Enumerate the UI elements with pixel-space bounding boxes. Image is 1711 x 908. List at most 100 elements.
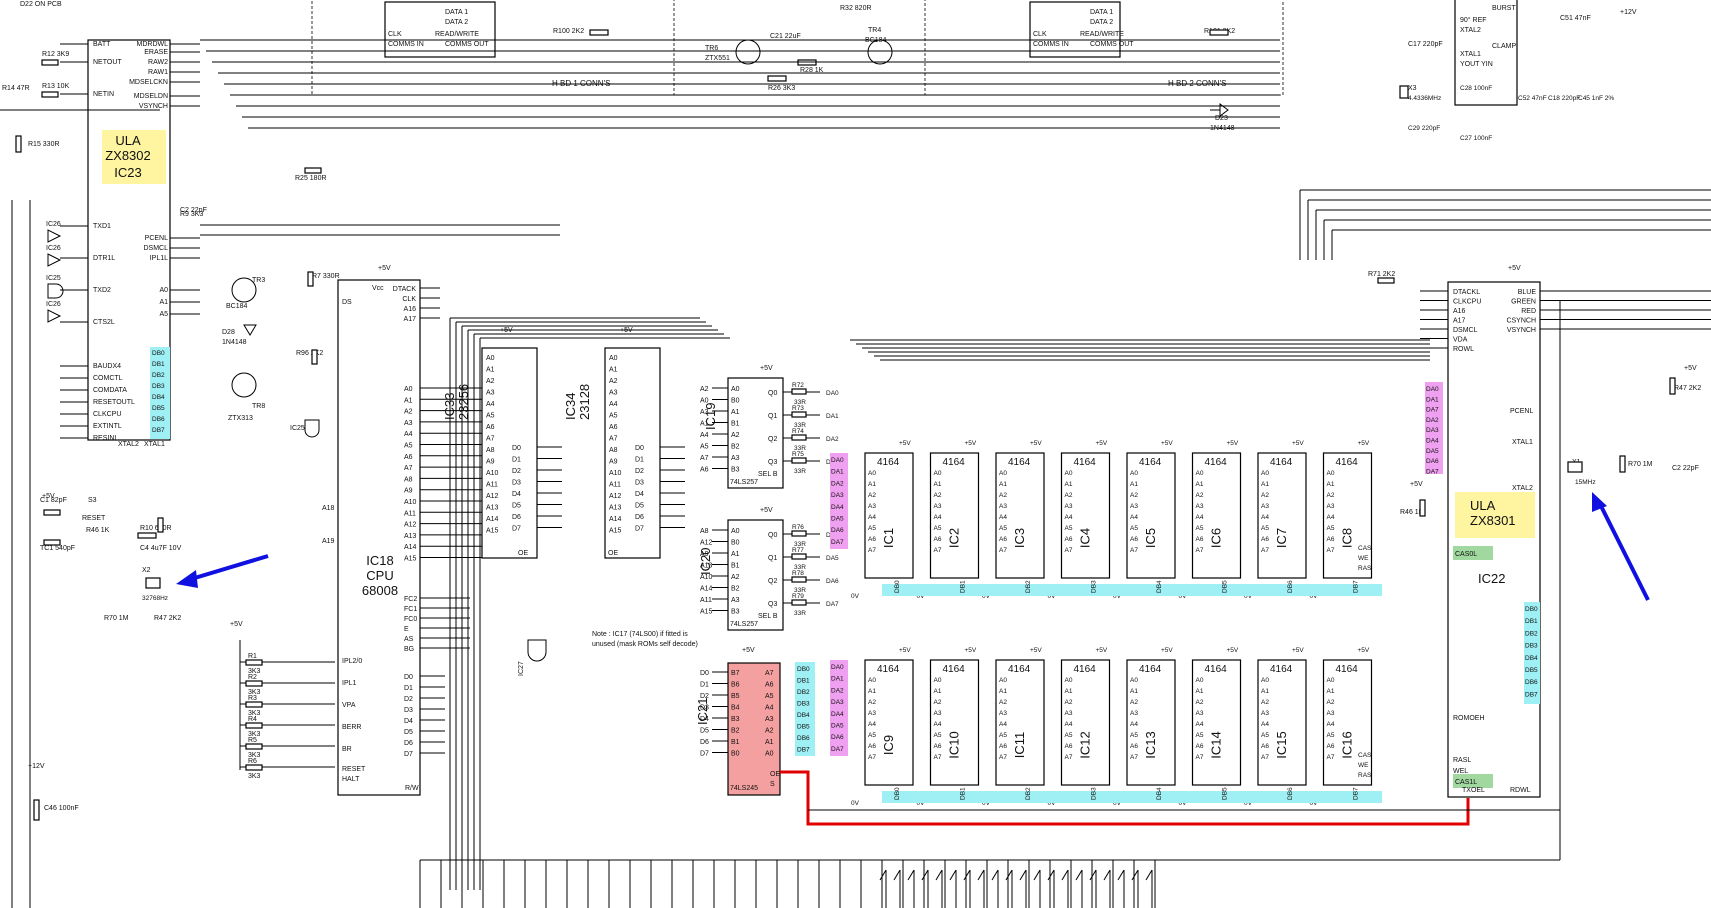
svg-text:R13 10K: R13 10K — [42, 83, 70, 90]
dram-addr-pin: A2 — [1196, 492, 1204, 499]
bottom-bus-lines — [419, 300, 1561, 908]
rom-ic34: IC34 23128 OE +5V A0A1A2A3A4A5A6A7A8A9A1… — [563, 327, 685, 559]
ula-left-highlight — [102, 130, 166, 184]
resistor-value: 33R — [794, 587, 806, 594]
svg-text:PCENL: PCENL — [1510, 408, 1533, 415]
transistors-left: TR3 BC184 TR8 ZTX313 D28 1N4148 R7 330R … — [222, 271, 340, 438]
svg-text:C18 220pF: C18 220pF — [1548, 95, 1580, 102]
dram-addr-pin: A2 — [1327, 492, 1335, 499]
svg-text:74LS257: 74LS257 — [730, 621, 758, 628]
mux-pin: A2 — [731, 574, 740, 581]
wire — [1033, 869, 1041, 881]
svg-text:IC18: IC18 — [366, 553, 393, 568]
mux-input-label: A6 — [700, 467, 709, 474]
addr-bus-tag: DA7 — [1426, 468, 1439, 475]
ula-zx8302: ULA ZX8302 IC23 D22 ON PCB BATTNETOUTNET… — [20, 1, 200, 448]
resistor — [791, 553, 807, 560]
dram-addr-pin: A2 — [999, 492, 1007, 499]
cpu-ctrl-pin: HALT — [342, 776, 360, 783]
dram-addr-pin: A7 — [1327, 754, 1335, 761]
rom-addr-pin: A9 — [609, 459, 618, 466]
resistor-value: 33R — [794, 610, 806, 617]
addr-bus-tag: DA7 — [831, 746, 844, 753]
cpu-data-pin: D7 — [404, 751, 413, 758]
resistor-value: 33R — [794, 564, 806, 571]
dram-addr-pin: A4 — [868, 514, 876, 521]
mux-out-pin: Q2 — [768, 436, 777, 443]
dram-addr-pin: A1 — [1261, 688, 1269, 695]
svg-text:ULA: ULA — [1470, 498, 1496, 513]
dram-addr-pin: A5 — [934, 525, 942, 532]
mux-pin: B1 — [731, 563, 740, 570]
dram-addr-pin: A1 — [1065, 688, 1073, 695]
svg-text:R46 1K: R46 1K — [86, 527, 110, 534]
microdrive-block-2: DATA 1 DATA 2 CLK READ/WRITE COMMS IN CO… — [924, 0, 1284, 96]
cpu-addr-pin: A4 — [404, 431, 413, 438]
cpu-addr-pin: A15 — [404, 556, 417, 563]
dram-addr-pin: A7 — [999, 547, 1007, 554]
ic21-pin: B2 — [731, 728, 740, 735]
dram-addr-pin: A1 — [1130, 481, 1138, 488]
dram-addr-pin: A3 — [868, 710, 876, 717]
comm-label: COMMS IN — [1033, 41, 1069, 48]
addr-bus-tag: DA5 — [1426, 448, 1439, 455]
mux-input-label: A13 — [700, 563, 713, 570]
dram-name: IC14 — [1209, 731, 1224, 758]
svg-text:R28 1K: R28 1K — [800, 67, 824, 74]
txoel-highlight-wire — [780, 770, 1470, 826]
ic21-pin: A7 — [765, 670, 774, 677]
rom-data-pin: D6 — [512, 514, 521, 521]
dram-addr-pin: A0 — [934, 470, 942, 477]
dram-addr-pin: A5 — [999, 732, 1007, 739]
dram-addr-pin: A7 — [1261, 547, 1269, 554]
mux-input-label: A11 — [700, 597, 712, 604]
data-bus-tag: DB1 — [960, 580, 967, 593]
data-bus-tag: DB0 — [894, 580, 901, 593]
data-bus-tag: DB2 — [1025, 580, 1032, 593]
dram-addr-pin: A1 — [934, 688, 942, 695]
svg-text:15MHz: 15MHz — [1575, 479, 1596, 486]
dram-addr-pin: A5 — [1065, 732, 1073, 739]
rom-addr-pin: A13 — [486, 505, 499, 512]
dram-addr-pin: A4 — [999, 721, 1007, 728]
cpu-addr-pin: A2 — [404, 409, 413, 416]
dram-addr-pin: A5 — [1261, 732, 1269, 739]
power-label: +5V — [899, 647, 911, 654]
rom-data-pin: D2 — [635, 468, 644, 475]
rom-data-pin: D3 — [512, 480, 521, 487]
wire — [1005, 869, 1013, 881]
dram-addr-pin: A2 — [1196, 699, 1204, 706]
cpu-data-pin: D3 — [404, 707, 413, 714]
mux-out-pin: Q0 — [768, 390, 777, 397]
dram-addr-pin: A0 — [934, 677, 942, 684]
ic21-pin: A6 — [765, 682, 774, 689]
rom-data-pin: D3 — [635, 480, 644, 487]
comm-label: DATA 2 — [1090, 19, 1113, 26]
rom-addr-pin: A3 — [609, 390, 618, 397]
mux-pin: B2 — [731, 444, 740, 451]
resistor-value: 3K3 — [248, 710, 261, 717]
mux-out-pin: Q1 — [768, 555, 777, 562]
dram-type: 4164 — [1139, 457, 1162, 468]
cpu-addr-pin: A12 — [404, 522, 417, 529]
dram-addr-pin: A1 — [999, 688, 1007, 695]
power-label: +5V — [1227, 647, 1239, 654]
svg-text:R9 3K3: R9 3K3 — [180, 211, 203, 218]
svg-text:ZX8302: ZX8302 — [105, 148, 151, 163]
ula-left-pin: CTS2L — [93, 319, 115, 326]
dram-addr-pin: A0 — [1130, 677, 1138, 684]
dram-ctl-pin: WE — [1358, 555, 1369, 562]
dram-addr-pin: A7 — [868, 754, 876, 761]
svg-text:unused (mask ROMs self decode: unused (mask ROMs self decode) — [592, 641, 698, 648]
dram-addr-pin: A2 — [934, 492, 942, 499]
svg-text:A19: A19 — [322, 538, 335, 545]
ula-left-pin: A1 — [159, 299, 168, 306]
svg-text:XTAL2: XTAL2 — [118, 441, 139, 448]
mux-input-label: A10 — [700, 574, 713, 581]
ic21-pin: B5 — [731, 693, 740, 700]
rom-addr-pin: A6 — [609, 424, 618, 431]
